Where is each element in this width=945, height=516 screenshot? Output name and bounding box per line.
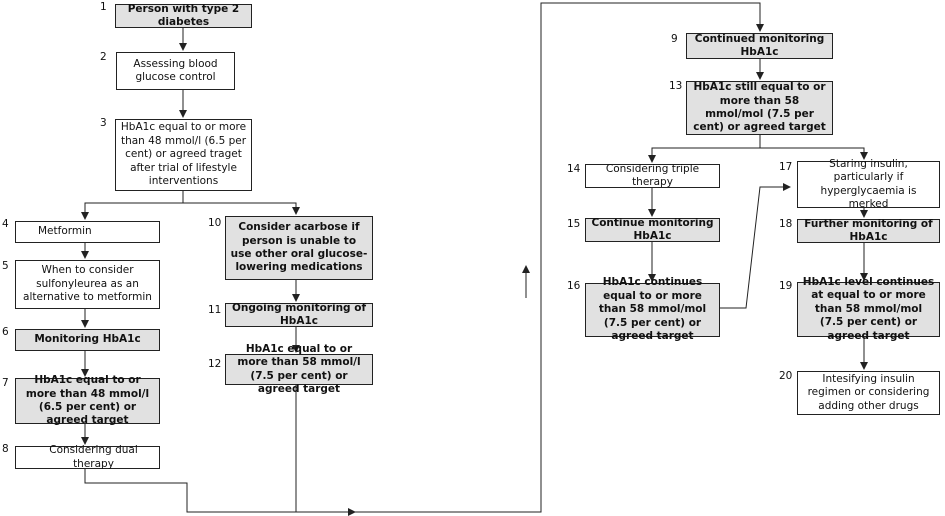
- step-number-12: 12: [208, 358, 222, 370]
- step-number-19: 19: [779, 280, 793, 292]
- node-hba1c-58-agreed-target: HbA1c equal to or more than 58 mmol/l (7…: [225, 343, 373, 395]
- step-number-9: 9: [671, 33, 678, 45]
- node-ongoing-monitoring-hba1c: Ongoing monitoring of HbA1c: [225, 302, 373, 327]
- step-number-6: 6: [2, 326, 9, 338]
- step-number-15: 15: [567, 218, 581, 230]
- node-assessing-glucose-control: Assessing blood glucose control: [116, 52, 235, 90]
- node-intensifying-insulin: Intesifying insulin regimen or consideri…: [797, 371, 940, 415]
- step-number-13: 13: [669, 80, 683, 92]
- step-number-14: 14: [567, 163, 581, 175]
- edge-8-9: [84, 469, 356, 516]
- step-number-17: 17: [779, 161, 793, 173]
- step-number-2: 2: [100, 51, 107, 63]
- step-number-18: 18: [779, 218, 793, 230]
- edge-13-17: [760, 147, 868, 160]
- edge-16-17: [720, 183, 791, 309]
- step-number-11: 11: [208, 304, 222, 316]
- edge-12-9: [295, 2, 764, 513]
- node-further-monitoring-hba1c: Further monitoring of HbA1c: [797, 218, 940, 243]
- node-starting-insulin: Staring insulin, particularly if hypergl…: [797, 158, 940, 210]
- node-hba1c-continues-58: HbA1c continues equal to or more than 58…: [585, 276, 720, 342]
- step-number-8: 8: [2, 443, 9, 455]
- node-continue-monitoring-hba1c: Continue monitoring HbA1c: [585, 217, 720, 242]
- step-number-20: 20: [779, 370, 793, 382]
- node-person-with-type-2-diabetes: Person with type 2 diabetes: [115, 3, 252, 28]
- node-consider-sulfonylurea: When to consider sulfonyleurea as an alt…: [15, 260, 160, 309]
- node-metformin: Metformin: [15, 221, 160, 243]
- node-considering-dual-therapy: Considering dual therapy: [15, 444, 160, 470]
- node-considering-triple-therapy: Considering triple therapy: [585, 163, 720, 188]
- step-number-5: 5: [2, 260, 9, 272]
- node-continued-monitoring-hba1c: Continued monitoring HbA1c: [686, 33, 833, 59]
- node-hba1c-still-58: HbA1c still equal to or more than 58 mmo…: [686, 81, 833, 135]
- edge-3-10: [183, 202, 300, 215]
- edge-3-4: [81, 191, 184, 220]
- node-hba1c-level-continues-58: HbA1c level continues at equal to or mor…: [797, 276, 940, 342]
- step-number-10: 10: [208, 217, 222, 229]
- node-monitoring-hba1c: Monitoring HbA1c: [15, 329, 160, 351]
- edge-13-14: [648, 135, 761, 163]
- step-number-3: 3: [100, 117, 107, 129]
- node-hba1c-48-agreed-target: HbA1c equal to or more than 48 mmol/l (6…: [15, 374, 160, 426]
- step-number-7: 7: [2, 377, 9, 389]
- step-number-4: 4: [2, 218, 9, 230]
- step-number-16: 16: [567, 280, 581, 292]
- step-number-1: 1: [100, 1, 107, 13]
- node-consider-acarbose: Consider acarbose if person is unable to…: [225, 216, 373, 280]
- node-hba1c-48-after-lifestyle: HbA1c equal to or more than 48 mmol/l (6…: [115, 119, 252, 191]
